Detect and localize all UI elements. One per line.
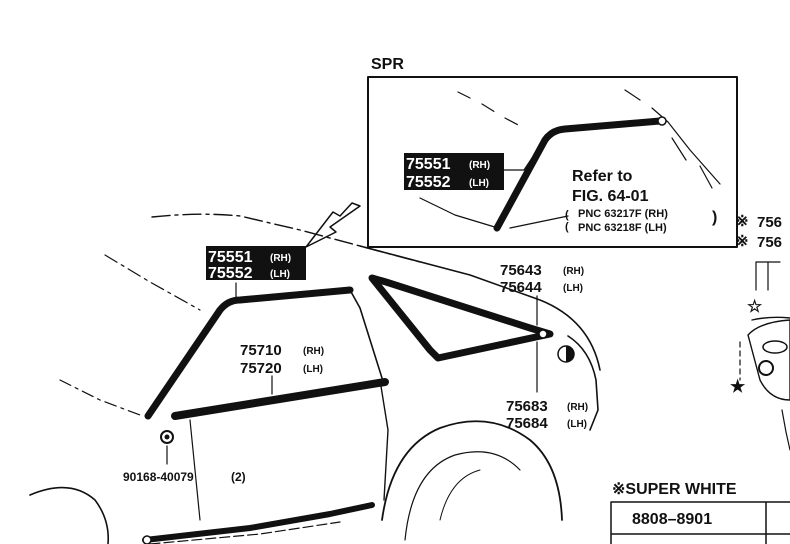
inset-pnc-lh: PNC 63218F (LH) (578, 222, 667, 234)
mark-1: ※ (736, 213, 749, 230)
rocker-dash (149, 521, 341, 544)
right-part-1: 756 (757, 214, 782, 231)
quarter-moulding-end (538, 329, 548, 339)
inset-refer-line2: FIG. 64-01 (572, 188, 649, 205)
right-part-edge (751, 316, 790, 321)
rear-tag-rh: (RH) (567, 402, 588, 413)
belt-tag-lh: (LH) (303, 364, 323, 375)
quarter-part-lh: 75644 (500, 279, 542, 296)
inset-part-lh: 75552 (406, 174, 451, 191)
roof-moulding-inner (146, 288, 352, 418)
quarter-moulding-inner (370, 276, 552, 360)
quarter-part-rh: 75643 (500, 262, 542, 279)
rear-wheel (404, 451, 521, 541)
inset-moulding-end (657, 116, 667, 126)
inset-lower-line (419, 197, 499, 229)
inset-spr: SPR 75551 (RH) 75552 (LH) Refer to FIG. … (367, 56, 738, 248)
inset-title: SPR (371, 56, 404, 73)
roof-top-line (151, 213, 421, 263)
rocker-moulding-inner (143, 503, 374, 542)
clip-center (164, 434, 170, 440)
roof-tag-lh: (LH) (270, 269, 290, 280)
belt-moulding-inner (173, 380, 387, 418)
inset-leader (503, 157, 533, 171)
belt-part-lh: 75720 (240, 360, 282, 377)
color-table-cell: 8808–8901 (632, 511, 712, 528)
inset-brace-open-2: ( (565, 221, 569, 233)
inset-brace-open: ( (565, 209, 569, 221)
color-table-heading: ※SUPER WHITE (612, 481, 737, 498)
door-rear-edge (379, 379, 389, 501)
body-rear-line (359, 245, 601, 371)
right-part-hole (758, 360, 774, 376)
inset-tag-rh: (RH) (469, 160, 490, 171)
door-front-edge (189, 419, 201, 521)
rear-wheel-inner (439, 469, 481, 521)
rear-tag-lh: (LH) (567, 419, 587, 430)
roof-part-rh: 75551 (208, 249, 253, 266)
inset-frame (367, 76, 738, 248)
detail-arrow-icon (305, 202, 361, 248)
inset-part-block (404, 153, 504, 190)
inset-edge-1 (671, 137, 687, 161)
inset-roof-line (457, 91, 521, 127)
inset-brace-close: ) (712, 209, 717, 226)
roof-part-block (206, 246, 306, 280)
fuel-lid-shade (566, 346, 574, 362)
inset-window-line (509, 215, 569, 229)
car-body (29, 213, 601, 544)
right-part-body (747, 319, 790, 401)
rear-part-rh: 75683 (506, 398, 548, 415)
right-part-2: 756 (757, 234, 782, 251)
front-wheel-arch (29, 486, 110, 544)
belt-part-rh: 75710 (240, 342, 282, 359)
inset-refer-line1: Refer to (572, 168, 633, 185)
rocker-end (142, 535, 152, 544)
clip-qty: (2) (231, 470, 246, 484)
open-star-icon: ☆ (747, 297, 763, 316)
mark-2: ※ (736, 233, 749, 250)
inset-edge-2 (699, 165, 713, 189)
right-partial: ※ 756 ※ 756 ☆ ★ (730, 213, 790, 451)
clip-part: 90168-40079 (123, 470, 194, 484)
hood-line (59, 379, 141, 416)
rear-part-lh: 75684 (506, 415, 548, 432)
roof-side-line (104, 254, 201, 311)
rear-end (567, 335, 599, 431)
right-part-slot (762, 340, 788, 354)
roof-tag-rh: (RH) (270, 253, 291, 264)
inset-moulding-inner (495, 119, 662, 230)
inset-pnc-rh: PNC 63217F (RH) (578, 208, 668, 220)
solid-star-icon: ★ (730, 377, 746, 396)
right-edge-line (781, 409, 790, 451)
inset-body-line (624, 89, 721, 185)
inset-tag-lh: (LH) (469, 178, 489, 189)
rear-wheel-arch (381, 420, 563, 521)
quarter-tag-rh: (RH) (563, 266, 584, 277)
belt-tag-rh: (RH) (303, 346, 324, 357)
quarter-tag-lh: (LH) (563, 283, 583, 294)
door-frame-line (349, 289, 383, 379)
roof-part-lh: 75552 (208, 265, 253, 282)
color-table: ※SUPER WHITE 8808–8901 (610, 481, 790, 544)
inset-part-rh: 75551 (406, 156, 451, 173)
color-table-grid (610, 501, 790, 544)
right-bracket (755, 261, 781, 291)
